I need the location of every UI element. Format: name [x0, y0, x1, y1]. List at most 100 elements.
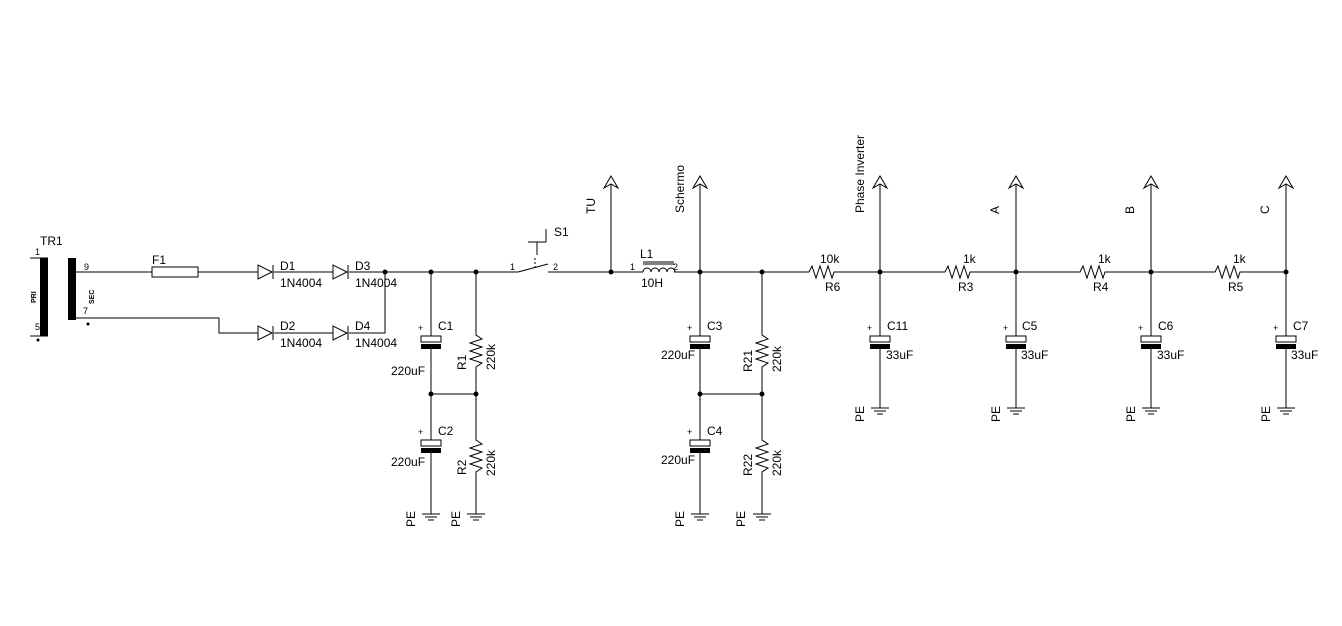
- resistor-r22: R22 220k: [741, 437, 784, 476]
- svg-text:+: +: [867, 323, 872, 333]
- diode-ref: D3: [355, 259, 371, 273]
- junction-dot: [759, 269, 765, 275]
- capacitor-c3: + C3 220uF: [661, 319, 723, 362]
- resistor-value: 1k: [1098, 252, 1112, 266]
- svg-text:+: +: [1138, 323, 1143, 333]
- switch-pin2: 2: [553, 262, 558, 272]
- capacitor-ref: C2: [438, 424, 454, 438]
- wires: [84, 190, 1287, 514]
- svg-text:+: +: [418, 323, 423, 333]
- switch-ref: S1: [554, 225, 569, 239]
- capacitor-ref: C11: [887, 319, 908, 333]
- junction-dot: [1283, 269, 1289, 275]
- resistor-ref: R3: [958, 280, 974, 294]
- resistor-value: 10k: [820, 252, 840, 266]
- inductor-pin2: 2: [673, 262, 678, 272]
- capacitor-c5: + C5 33uF: [1003, 319, 1048, 362]
- ground-pe-5: PE: [853, 406, 889, 422]
- tr1-pin9: 9: [84, 262, 89, 272]
- resistor-value: 220k: [484, 343, 498, 370]
- transformer-tr1: TR1 1 5 9 7 PRI SEC: [30, 234, 96, 342]
- ground-label: PE: [1259, 406, 1273, 422]
- capacitor-ref: C1: [438, 319, 454, 333]
- ground-pe-8: PE: [1259, 406, 1295, 422]
- svg-text:+: +: [1003, 323, 1008, 333]
- tr1-pri-label: PRI: [31, 291, 38, 303]
- svg-text:+: +: [687, 427, 692, 437]
- output-port-schermo: Schermo: [673, 165, 709, 213]
- ground-pe-1: PE: [404, 511, 440, 527]
- ground-label: PE: [404, 511, 418, 527]
- fuse-f1: F1: [151, 253, 199, 278]
- junction-dot: [473, 269, 479, 275]
- output-label: TU: [584, 198, 598, 214]
- junction-dot: [697, 391, 703, 397]
- junction-dot: [608, 269, 614, 275]
- output-label: C: [1258, 205, 1272, 214]
- resistor-value: 1k: [1233, 252, 1247, 266]
- diode-ref: D4: [355, 319, 371, 333]
- inductor-ref: L1: [640, 247, 654, 261]
- diode-d2: D2 1N4004: [257, 319, 322, 350]
- capacitor-ref: C6: [1158, 319, 1174, 333]
- capacitor-value: 33uF: [1021, 348, 1048, 362]
- junction-dot: [759, 391, 765, 397]
- resistor-value: 220k: [770, 345, 784, 372]
- capacitor-c7: + C7 33uF: [1273, 319, 1318, 362]
- capacitor-ref: C3: [707, 319, 723, 333]
- resistor-ref: R22: [741, 454, 755, 476]
- resistor-r5: 1k R5: [1212, 252, 1247, 294]
- junction-dot: [473, 391, 479, 397]
- inductor-value: 10H: [641, 276, 663, 290]
- switch-pin1: 1: [510, 262, 515, 272]
- switch-s1: S1 1 2: [510, 225, 569, 273]
- capacitor-ref: C4: [707, 424, 723, 438]
- output-port-phase-inverter: Phase Inverter: [853, 135, 889, 213]
- diode-value: 1N4004: [355, 336, 397, 350]
- junctions: [382, 269, 1289, 397]
- capacitor-ref: C5: [1022, 319, 1038, 333]
- resistor-r1: R1 220k: [455, 332, 498, 370]
- junction-dot: [1013, 269, 1019, 275]
- resistor-r6: 10k R6: [806, 252, 841, 294]
- output-label: B: [1123, 206, 1137, 214]
- capacitor-value: 220uF: [391, 364, 425, 378]
- capacitor-value: 220uF: [661, 348, 695, 362]
- output-port-tu: TU: [584, 175, 620, 214]
- diode-ref: D2: [280, 319, 296, 333]
- ground-label: PE: [449, 511, 463, 527]
- ground-label: PE: [989, 406, 1003, 422]
- capacitor-c1: + C1 220uF: [391, 319, 454, 378]
- resistor-value: 220k: [770, 449, 784, 476]
- diode-d3: D3 1N4004: [332, 259, 397, 290]
- resistor-ref: R1: [455, 354, 469, 370]
- tr1-ref: TR1: [40, 234, 63, 248]
- ground-label: PE: [853, 406, 867, 422]
- diode-d1: D1 1N4004: [257, 259, 322, 290]
- resistor-ref: R4: [1093, 280, 1109, 294]
- capacitor-c11: + C11 33uF: [867, 319, 913, 362]
- output-label: Phase Inverter: [853, 135, 867, 213]
- capacitor-value: 33uF: [1157, 348, 1184, 362]
- resistor-r21: R21 220k: [741, 332, 784, 372]
- resistor-value: 220k: [484, 449, 498, 476]
- capacitor-value: 220uF: [661, 453, 695, 467]
- resistor-ref: R5: [1228, 280, 1244, 294]
- junction-dot: [382, 269, 388, 275]
- output-label: Schermo: [673, 165, 687, 213]
- inductor-pin1: 1: [630, 262, 635, 272]
- inductor-l1: L1 10H 1 2: [630, 247, 678, 290]
- resistor-r2: R2 220k: [455, 437, 498, 476]
- diode-ref: D1: [280, 259, 296, 273]
- resistor-r3: 1k R3: [942, 252, 977, 294]
- capacitor-value: 220uF: [391, 455, 425, 469]
- capacitor-c6: + C6 33uF: [1138, 319, 1184, 362]
- diode-d4: D4 1N4004: [332, 319, 397, 350]
- svg-text:+: +: [418, 427, 423, 437]
- junction-dot: [877, 269, 883, 275]
- junction-dot: [1148, 269, 1154, 275]
- tr1-sec-label: SEC: [89, 290, 96, 304]
- fuse-ref: F1: [152, 253, 166, 267]
- ground-label: PE: [1124, 406, 1138, 422]
- ground-label: PE: [734, 511, 748, 527]
